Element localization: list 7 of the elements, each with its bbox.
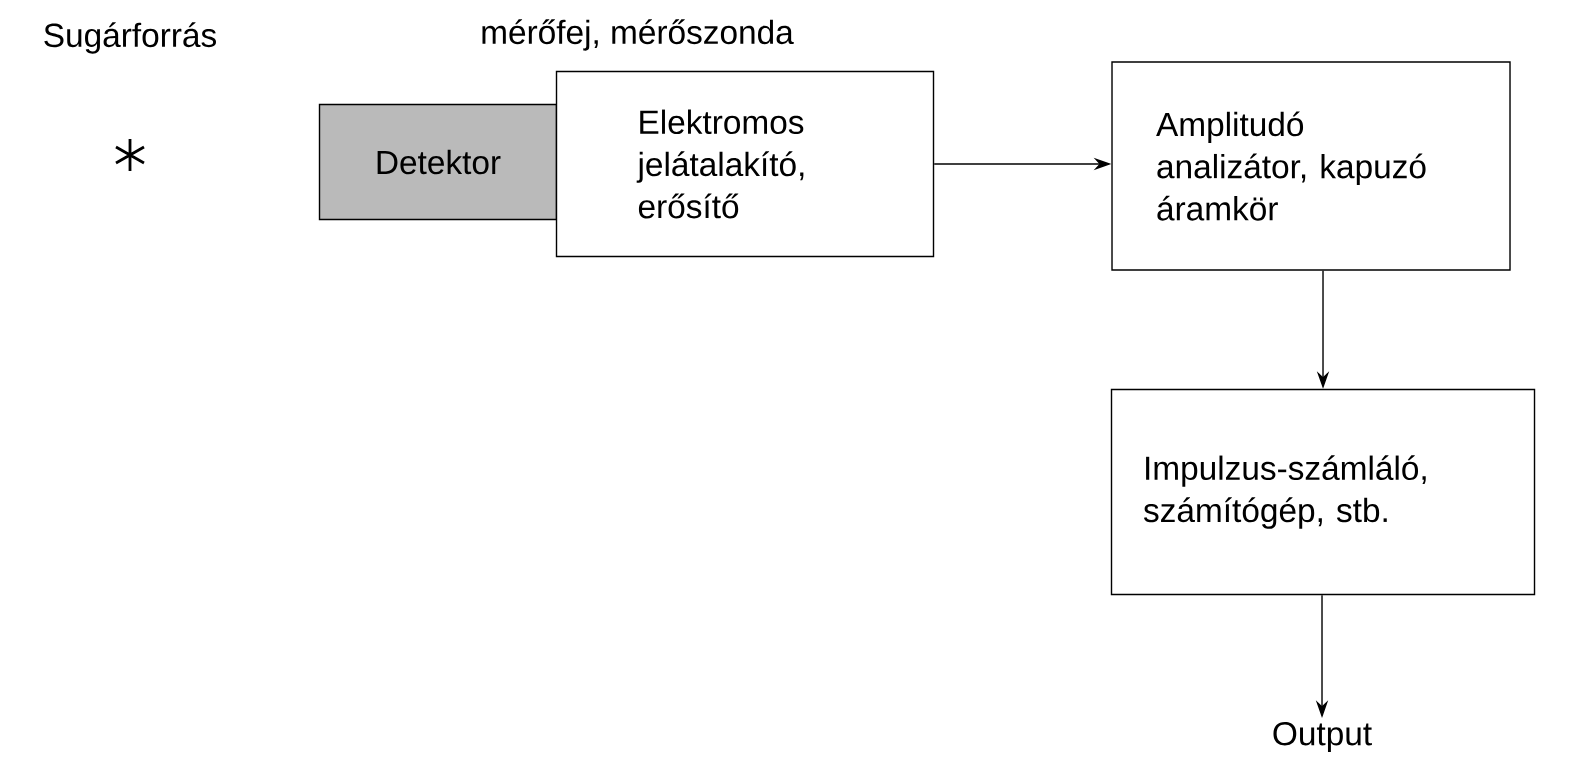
- process-box: Elektromos jelátalakító, erősítő: [555, 70, 935, 258]
- detector-box: Detektor: [318, 103, 558, 221]
- source-label: Sugárforrás: [44, 22, 216, 54]
- output-text: Output: [1273, 721, 1372, 753]
- process-box: Amplitudó analizátor, kapuzó áramkör: [1111, 61, 1511, 271]
- process-box: Impulzus-számláló, számítógép, stb.: [1110, 388, 1536, 596]
- probe-label: mérőfej, mérőszonda: [482, 19, 794, 51]
